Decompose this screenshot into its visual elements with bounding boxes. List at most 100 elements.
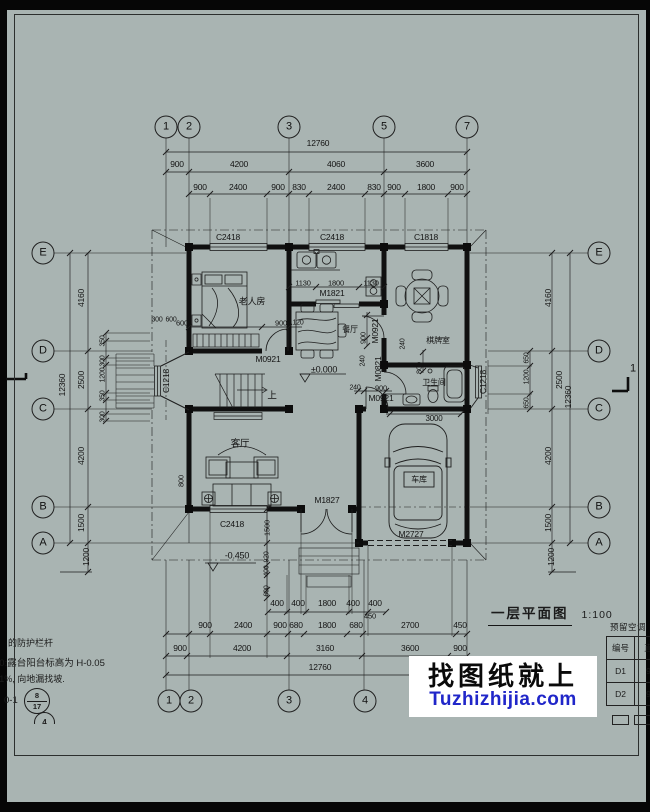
detail-ref-top: 8 [34, 691, 40, 700]
dim-label: 4060 [326, 158, 346, 169]
terrace-steps [188, 512, 360, 588]
dim-label: 900 [387, 181, 401, 192]
extension-lines [106, 198, 532, 658]
dim-label: 1800 [317, 597, 337, 608]
section-mark-label: 1 [630, 362, 636, 375]
dim-label: 3600 [400, 642, 420, 653]
room-label-dining: 餐厅 [342, 325, 358, 334]
dim-label: 900 [273, 619, 287, 630]
dim-label: 2500 [75, 370, 86, 390]
window-label: C2418 [215, 231, 241, 242]
dim-label: 4200 [542, 446, 553, 466]
dim-label: 900 [358, 332, 368, 344]
door-label: M2727 [398, 528, 424, 539]
axis-grid-lines [54, 138, 588, 690]
level-ground: ±0.000 [310, 364, 338, 375]
dim-label: 1500 [262, 520, 272, 536]
axis-bubble-3: 3 [277, 689, 301, 713]
dim-label: 2400 [233, 619, 253, 630]
axis-bubble-5: 5 [372, 115, 396, 139]
room-label-bath: 卫生间 [422, 378, 446, 387]
dim-label: 900 [453, 642, 467, 653]
ac-reserve-table: 预留空调 编号 直 D1 9 D2 9 [606, 621, 650, 706]
axis-bubble-E: E [31, 241, 55, 265]
dim-label: 3160 [315, 642, 335, 653]
watermark-site-url: Tuzhizhijia.com [429, 689, 577, 711]
axis-bubble-D: D [587, 339, 611, 363]
dim-label: 12760 [308, 661, 332, 672]
detail-reference-bubble-partial: 4 [34, 712, 56, 724]
dim-label: 900 [450, 181, 464, 192]
dim-label: 120 [292, 319, 304, 327]
note-line-3: =1%, 向地漏找坡. [0, 674, 65, 684]
dim-label: 400 [346, 597, 360, 608]
dim-label: 400 [270, 597, 284, 608]
roof-eave-outline [151, 229, 487, 561]
dim-label: 800 [176, 475, 186, 487]
dim-label: 300 [99, 411, 107, 423]
room-label-living: 客厅 [230, 438, 250, 450]
door-label: M0921 [255, 353, 281, 364]
axis-bubble-4: 4 [353, 689, 377, 713]
section-markers [6, 373, 630, 393]
axis-bubble-B: B [587, 495, 611, 519]
dim-label: 400 [291, 597, 305, 608]
bay-window-right [469, 360, 489, 414]
windows [154, 243, 482, 513]
note-line-4: 0-1 [4, 695, 18, 706]
axis-bubble-C: C [587, 397, 611, 421]
watermark: 找图纸就上 Tuzhizhijia.com [409, 656, 597, 717]
dim-label: 900 [170, 158, 184, 169]
window-label: C1218 [160, 368, 171, 394]
axis-bubble-C: C [31, 397, 55, 421]
detail-ref2-label: 4 [42, 717, 47, 724]
room-label-garage: 车库 [411, 475, 427, 484]
room-label-chess: 棋牌室 [426, 336, 450, 345]
dim-label: 300 [151, 316, 163, 324]
dim-label: 900 [375, 383, 387, 393]
dim-label: 650 [523, 352, 531, 364]
ac-row-d1-val: 9 [634, 659, 650, 683]
level-symbols [205, 373, 346, 572]
dim-label: 1500 [542, 513, 553, 533]
dim-label: 2700 [400, 619, 420, 630]
dim-label: 1200 [545, 547, 556, 567]
dim-label: 4160 [75, 288, 86, 308]
dim-label: 1800 [416, 181, 436, 192]
dim-label: 1130 [295, 278, 311, 288]
dim-label: 1500 [75, 513, 86, 533]
ac-col-no: 编号 [606, 636, 635, 660]
note-line-2: 20:露台阳台标高为 H-0.05 [0, 658, 105, 669]
axis-bubble-1: 1 [154, 115, 178, 139]
dim-label: 2400 [228, 181, 248, 192]
dim-label: 900 [173, 642, 187, 653]
bathroom-fixtures [402, 365, 466, 406]
window-label: C2418 [219, 518, 245, 529]
dim-label: 240 [399, 338, 407, 350]
door-label: M1821 [319, 287, 345, 298]
ac-col-size: 直 [634, 636, 650, 660]
dim-label: 3600 [415, 158, 435, 169]
detail-reference-bubble: 8 17 [24, 688, 50, 714]
window-label: C1818 [413, 231, 439, 242]
dim-label: 800 [414, 362, 424, 374]
dim-label: 600 [176, 318, 188, 328]
dim-label: 680 [289, 619, 303, 630]
eave-corner-diagonals [151, 229, 487, 561]
dim-label: 680 [349, 619, 363, 630]
dim-label: 900 [275, 318, 287, 328]
dim-label: 1200 [99, 367, 107, 383]
dim-label: 4160 [542, 288, 553, 308]
door-label: M0821 [372, 356, 383, 382]
stairs [214, 373, 268, 409]
dim-label: 2400 [326, 181, 346, 192]
dim-label: 1130 [363, 278, 379, 288]
car [384, 423, 452, 539]
stairs-up-label: 上 [267, 390, 277, 402]
detail-ref-bottom: 17 [32, 701, 42, 711]
dim-label: 4200 [232, 642, 252, 653]
dim-label: 1200 [523, 369, 531, 385]
dim-label: 830 [292, 181, 306, 192]
level-terrace: -0.450 [224, 550, 250, 561]
wardrobe [192, 333, 260, 348]
